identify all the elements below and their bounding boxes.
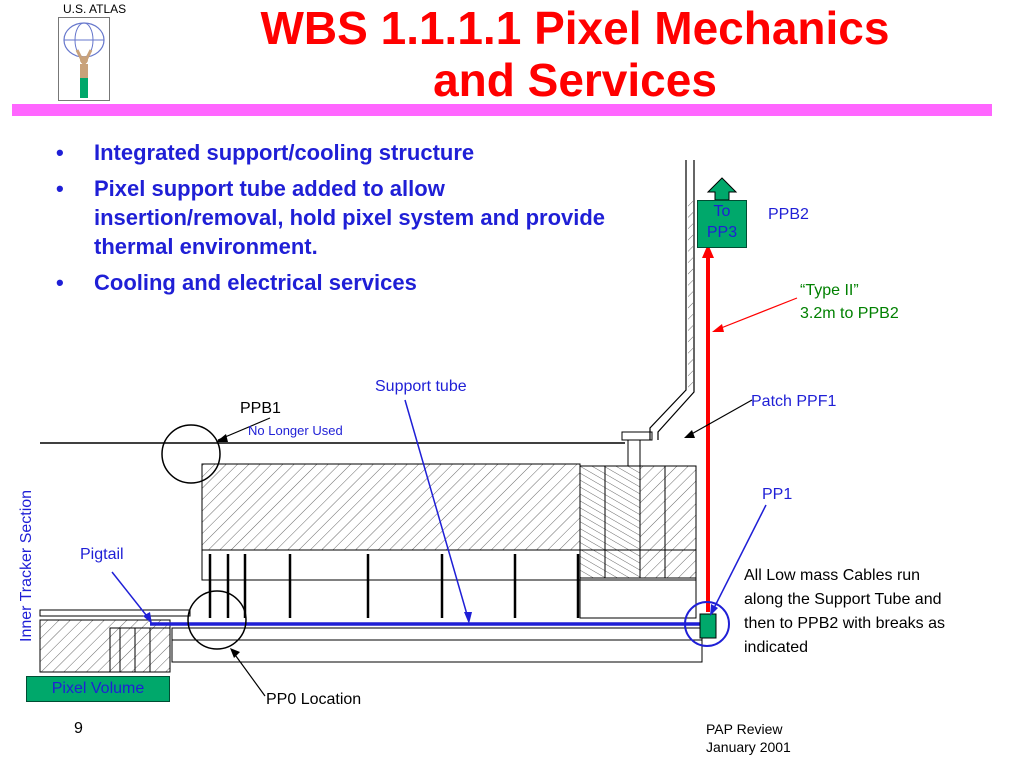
bullet-list: Integrated support/cooling structure Pix… [52, 138, 612, 304]
ppb2-label: PPB2 [768, 206, 809, 223]
bullet-item: Integrated support/cooling structure [52, 138, 612, 167]
pp1-box [699, 613, 717, 639]
up-arrow-icon [706, 177, 738, 201]
inner-tracker-label: Inner Tracker Section [18, 489, 35, 642]
ppb1-circle [161, 424, 221, 484]
cables-note-line: along the Support Tube and [744, 591, 942, 608]
bullet-item: Pixel support tube added to allow insert… [52, 174, 612, 261]
atlas-logo-label: U.S. ATLAS [63, 2, 127, 16]
pigtail-label: Pigtail [80, 546, 124, 563]
title-line-1: WBS 1.1.1.1 Pixel Mechanics [260, 2, 890, 54]
title-underline-bar [12, 104, 992, 116]
support-tube-label: Support tube [375, 378, 467, 395]
footer-line2: January 2001 [706, 739, 791, 755]
to-pp3-line1: To [713, 203, 731, 220]
footer-line1: PAP Review [706, 721, 783, 737]
pp1-ring [684, 601, 730, 647]
atlas-figure-icon [63, 22, 105, 98]
no-longer-used-label: No Longer Used [248, 423, 343, 438]
patch-ppf1-label: Patch PPF1 [751, 393, 837, 410]
cables-note-line: then to PPB2 with breaks as [744, 615, 945, 632]
pp0-circle [187, 590, 247, 650]
title-line-2: and Services [433, 54, 717, 106]
type2-label-line1: “Type II” [800, 282, 859, 299]
cables-note-line: indicated [744, 639, 809, 656]
slide-title: WBS 1.1.1.1 Pixel Mechanics and Services [180, 2, 970, 106]
pp0-location-label: PP0 Location [266, 691, 362, 708]
bullet-item: Cooling and electrical services [52, 268, 612, 297]
pixel-volume-box: Pixel Volume [26, 676, 170, 702]
cables-note: All Low mass Cables run along the Suppor… [744, 564, 945, 660]
hatched-structure [201, 463, 581, 551]
to-pp3-line2: PP3 [706, 224, 738, 241]
type2-label-line2: 3.2m to PPB2 [800, 305, 899, 322]
atlas-logo [58, 17, 110, 101]
cables-note-line: All Low mass Cables run [744, 567, 921, 584]
page-number: 9 [74, 720, 83, 737]
footer-note: PAP Review January 2001 [706, 720, 791, 756]
ppb1-label: PPB1 [240, 400, 281, 417]
flange-outline [649, 160, 687, 440]
to-pp3-box: To PP3 [697, 200, 747, 248]
pp1-label: PP1 [762, 486, 793, 503]
